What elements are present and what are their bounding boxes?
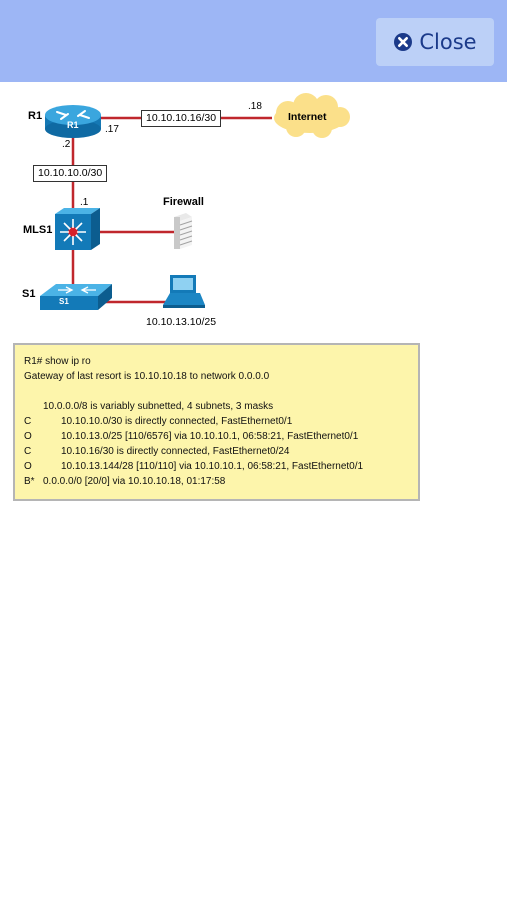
r1-label: R1 [28, 110, 43, 122]
firewall-icon [174, 213, 193, 249]
network-diagram: R1 S1 R1 MLS1 S1 Firewall Internet 10.10… [0, 82, 507, 342]
pc-icon [163, 275, 205, 308]
router-r1-icon-text: R1 [67, 120, 79, 130]
close-button-label: Close [419, 30, 477, 54]
route-code: C [24, 416, 32, 427]
route-code: O [24, 461, 32, 472]
route-code: C [24, 446, 32, 457]
route-text: 0.0.0.0/0 [20/0] via 10.10.10.18, 01:17:… [43, 476, 226, 487]
mls1-label: MLS1 [23, 224, 53, 236]
internet-label: Internet [288, 111, 327, 123]
route-text: 10.10.13.0/25 [110/6576] via 10.10.10.1,… [61, 431, 359, 442]
top-bar: Close [0, 0, 507, 82]
pc-address: 10.10.13.10/25 [146, 316, 217, 328]
host-mls1: .1 [80, 197, 89, 208]
switch-s1-icon-text: S1 [59, 297, 69, 306]
network-r1-internet: 10.10.10.16/30 [141, 110, 222, 127]
network-r1-mls1: 10.10.10.0/30 [33, 165, 108, 182]
route-code: B* [24, 476, 35, 487]
route-entry: B* 0.0.0.0/0 [20/0] via 10.10.10.18, 01:… [24, 474, 418, 489]
host-isp: .18 [248, 101, 262, 112]
route-text: 10.10.13.144/28 [110/110] via 10.10.10.1… [61, 461, 364, 472]
router-r1-icon [45, 105, 101, 138]
switch-s1-icon [40, 284, 112, 310]
firewall-label: Firewall [163, 196, 204, 208]
s1-label: S1 [22, 288, 36, 300]
blank-line [24, 384, 418, 399]
route-text: 10.10.10.0/30 is directly connected, Fas… [61, 416, 293, 427]
gateway-line: Gateway of last resort is 10.10.10.18 to… [24, 371, 270, 382]
route-entry: C 10.10.10.0/30 is directly connected, F… [24, 414, 418, 429]
command-line: R1# show ip ro [24, 356, 91, 367]
route-text: 10.10.16/30 is directly connected, FastE… [61, 446, 290, 457]
routing-table-output: R1# show ip ro Gateway of last resort is… [13, 343, 420, 501]
route-code: O [24, 431, 32, 442]
route-entry: O 10.10.13.0/25 [110/6576] via 10.10.10.… [24, 429, 418, 444]
route-entry: C 10.10.16/30 is directly connected, Fas… [24, 444, 418, 459]
close-button[interactable]: Close [376, 18, 494, 66]
multilayer-switch-mls1-icon [55, 208, 100, 250]
host-r1-mls1: .2 [62, 139, 71, 150]
topology-graphic [40, 93, 350, 310]
host-r1-internet: .17 [105, 124, 119, 135]
subnet-summary-line: 10.0.0.0/8 is variably subnetted, 4 subn… [43, 401, 274, 412]
internet-cloud-icon [274, 93, 350, 138]
route-entry: O 10.10.13.144/28 [110/110] via 10.10.10… [24, 459, 418, 474]
close-icon [393, 32, 413, 52]
